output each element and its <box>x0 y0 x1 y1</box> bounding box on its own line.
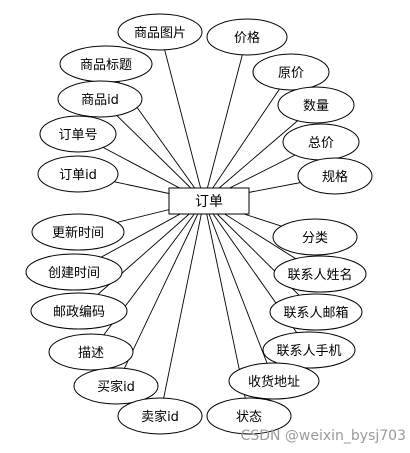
entity-box <box>168 187 250 215</box>
edge-price <box>203 36 248 202</box>
attribute-ellipse <box>228 362 320 400</box>
attribute-description: 描述 <box>48 333 134 371</box>
attribute-label: 分类 <box>302 231 328 246</box>
attribute-postal-code: 邮政编码 <box>30 292 128 330</box>
attribute-label: 订单id <box>59 168 97 183</box>
edge-contact-email <box>203 200 317 313</box>
attribute-ellipse <box>277 86 355 124</box>
attribute-category: 分类 <box>272 218 358 256</box>
attribute-shipping-address: 收货地址 <box>228 362 320 400</box>
attribute-order-id: 订单id <box>37 155 119 193</box>
attribute-ellipse <box>269 293 363 331</box>
attribute-contact-email: 联系人邮箱 <box>269 293 363 331</box>
attribute-ellipse <box>30 292 128 330</box>
attribute-product-image: 商品图片 <box>117 13 203 51</box>
attribute-ellipse <box>31 213 125 251</box>
entity-label: 订单 <box>195 194 223 210</box>
attribute-label: 买家id <box>97 379 135 395</box>
edge-product-id <box>99 98 205 202</box>
attribute-ellipse <box>117 397 203 435</box>
attribute-ellipse <box>262 331 356 369</box>
attribute-label: 联系人姓名 <box>287 267 352 283</box>
edge-seller-id <box>159 200 205 417</box>
edge-original-price <box>203 71 292 202</box>
attribute-label: 订单号 <box>58 128 97 143</box>
attribute-label: 数量 <box>303 99 329 114</box>
attribute-ellipse <box>48 333 134 371</box>
attribute-contact-name: 联系人姓名 <box>273 255 367 293</box>
attribute-label: 商品标题 <box>80 58 132 73</box>
attribute-label: 商品id <box>81 93 119 108</box>
attribute-total-price: 总价 <box>282 123 360 161</box>
attribute-label: 商品图片 <box>134 26 186 41</box>
attribute-product-id: 商品id <box>57 80 143 118</box>
attribute-label: 卖家id <box>141 409 179 425</box>
attribute-label: 原价 <box>278 66 304 81</box>
attribute-ellipse <box>57 80 143 118</box>
attribute-label: 描述 <box>78 346 104 361</box>
attribute-status: 状态 <box>206 397 292 435</box>
attribute-spec: 规格 <box>297 157 373 195</box>
attribute-buyer-id: 买家id <box>73 367 159 405</box>
edge-product-image <box>159 31 205 202</box>
entity-order: 订单 <box>168 187 250 215</box>
attribute-label: 价格 <box>234 30 260 46</box>
edge-shipping-address <box>203 200 275 382</box>
attribute-label: 更新时间 <box>52 225 104 241</box>
attribute-create-time: 创建时间 <box>25 253 123 291</box>
edge-postal-code <box>78 200 205 312</box>
attribute-label: 状态 <box>236 410 262 425</box>
attribute-label: 联系人邮箱 <box>283 305 348 321</box>
attribute-label: 邮政编码 <box>53 305 105 320</box>
attribute-ellipse <box>73 367 159 405</box>
attribute-quantity: 数量 <box>277 86 355 124</box>
attribute-order-number: 订单号 <box>39 115 117 153</box>
attribute-ellipse <box>273 255 367 293</box>
attribute-label: 规格 <box>322 169 348 185</box>
attribute-label: 创建时间 <box>48 266 100 281</box>
attribute-label: 收货地址 <box>248 374 300 390</box>
watermark-text: CSDN @weixin_bysj703 <box>241 428 406 444</box>
attribute-label: 联系人手机 <box>276 344 341 359</box>
attribute-ellipse <box>37 155 119 193</box>
edge-description <box>90 200 205 353</box>
attribute-ellipse <box>252 53 330 91</box>
attribute-ellipse <box>272 218 358 256</box>
attribute-ellipse <box>206 397 292 435</box>
attribute-ellipse <box>206 18 288 56</box>
attribute-contact-phone: 联系人手机 <box>262 331 356 369</box>
attribute-original-price: 原价 <box>252 53 330 91</box>
attribute-ellipse <box>297 157 373 195</box>
attribute-price: 价格 <box>206 18 288 56</box>
attribute-ellipse <box>25 253 123 291</box>
attribute-label: 总价 <box>308 136 334 151</box>
attribute-ellipse <box>39 115 117 153</box>
attribute-ellipse <box>117 13 203 51</box>
attribute-seller-id: 卖家id <box>117 397 203 435</box>
attribute-product-title: 商品标题 <box>59 45 153 83</box>
attribute-update-time: 更新时间 <box>31 213 125 251</box>
